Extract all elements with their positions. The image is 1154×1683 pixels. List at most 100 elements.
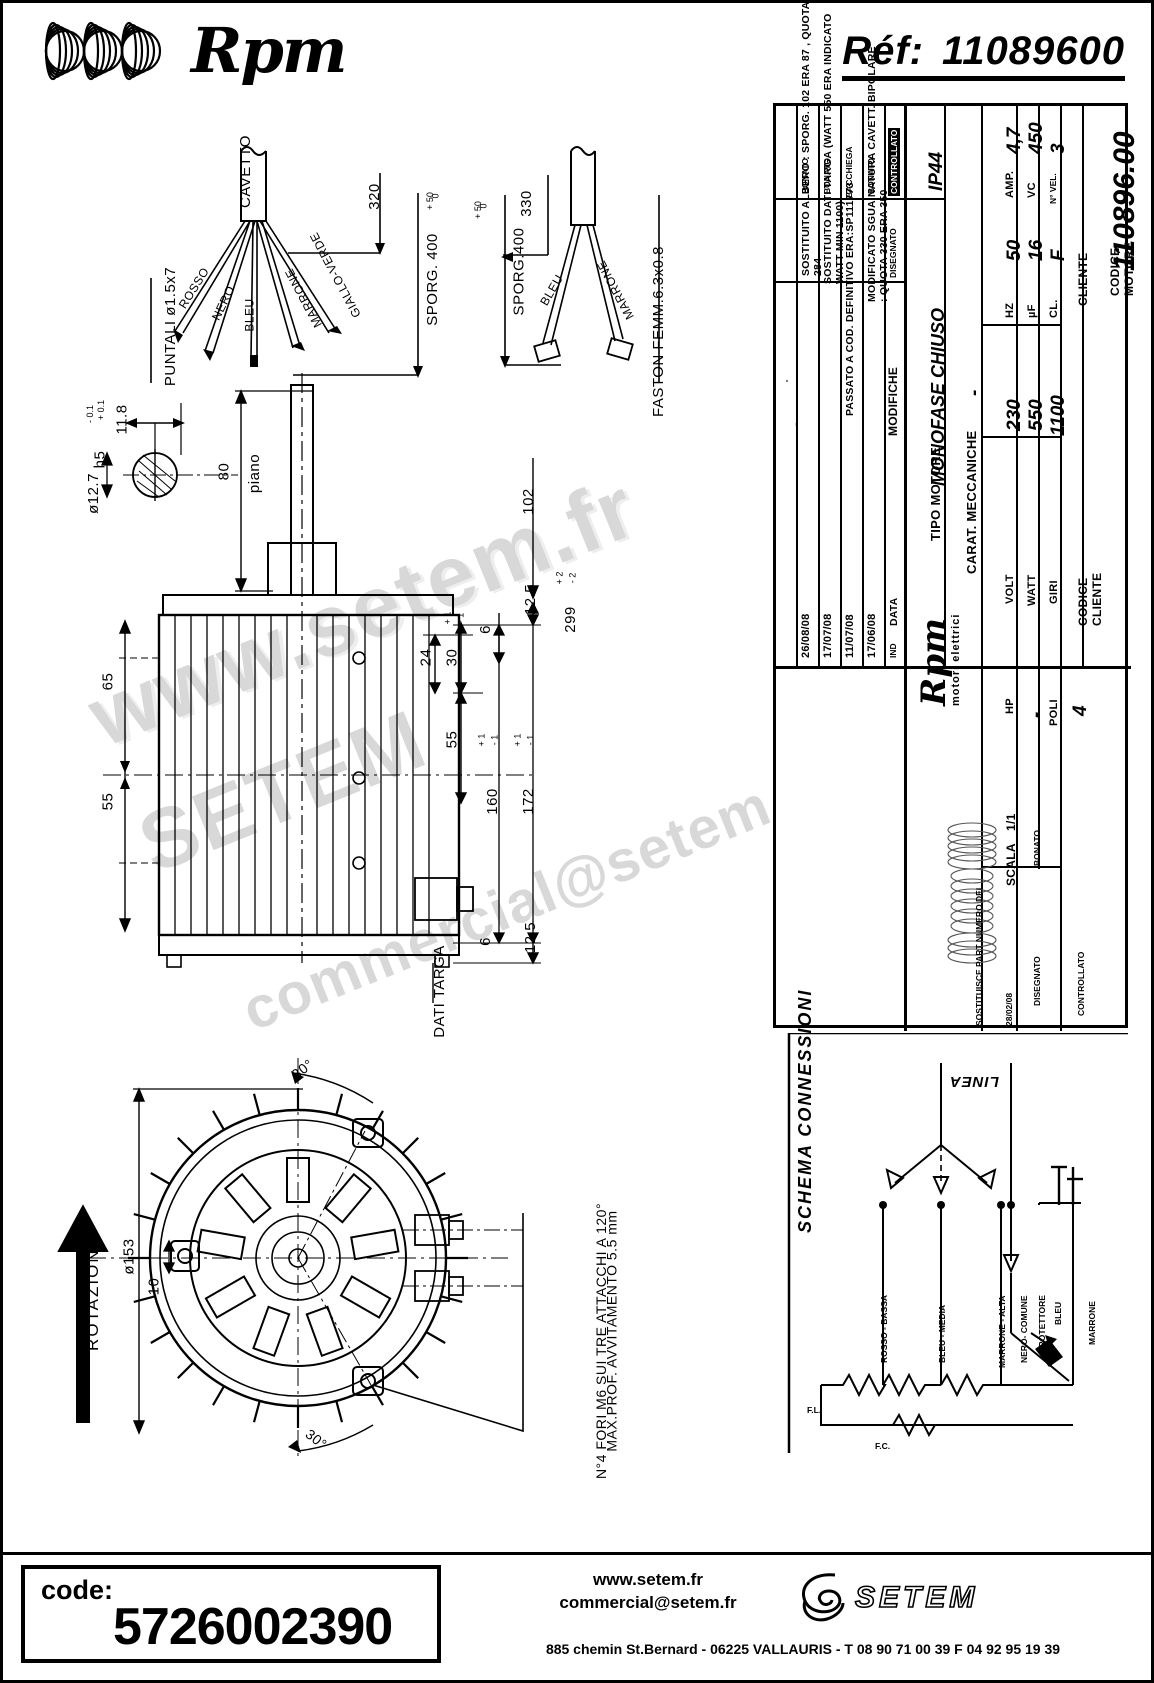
dim-12-5-bot: 12.5 (522, 921, 540, 954)
piano-label: piano (246, 453, 264, 494)
codice-cliente-label: CODICE CLIENTE (1076, 572, 1104, 626)
schema-title: SCHEMA CONNESSIONI (795, 988, 815, 1233)
scala-value: 1/1 (1004, 813, 1018, 831)
dim-172-tol-minus: - 1 (525, 734, 536, 746)
holes-note-line2: MAX.PROF. AVVITAMENTO 5.5 mm (603, 1210, 620, 1452)
col-header-disegnato: DISEGNATO (888, 228, 898, 278)
wire-bleu: BLEU (242, 298, 257, 332)
watt-label: WATT (1026, 574, 1038, 606)
mod-row-2-disegnato: BONATO (822, 157, 832, 194)
protection-class: IP44 (926, 151, 947, 191)
flat-dim: 11.8 (113, 404, 131, 435)
poli-value: 4 (1070, 705, 1091, 716)
codice-motore-value: 110896.00 (1108, 131, 1141, 271)
mod-row-4-disegnato: BONATO (866, 157, 876, 194)
tap-marrone-alta: MARRONE - ALTA (997, 1295, 1007, 1368)
hp-value: - (1026, 711, 1047, 718)
cap-wire-bleu: BLEU (1053, 1301, 1063, 1325)
hz-value: 50 (1004, 239, 1025, 261)
mod-row-1-text: SOSTITUITO ALBERO : SPORG. 102 ERA 87 , … (800, 0, 824, 276)
disegnato-value: BONATO (1032, 829, 1042, 866)
col-header-ind: IND (888, 643, 898, 658)
dim-30-tol-minus: - 1 (455, 612, 466, 624)
fl-label: F.L. (807, 1405, 822, 1415)
shaft-tol-class: h5 (91, 450, 109, 469)
data-value: 28/02/08 (1004, 992, 1014, 1026)
dim-172-tol-plus: + 1 (512, 733, 523, 747)
hp-label: HP (1004, 698, 1016, 714)
footer-email[interactable]: commercial@setem.fr (559, 1592, 737, 1612)
volt-value: 230 (1004, 399, 1025, 431)
titleblock-brand-name: Rpm (914, 617, 954, 706)
motor-fan-view: ROTAZIONE ø153 10 30° 30° N°4 FORI M6 SU… (53, 1033, 673, 1479)
dim-55-right: 55 (443, 730, 461, 749)
mod-row-0-text: - (790, 422, 802, 426)
dim-55-left: 55 (99, 792, 117, 811)
cable-detail-multi: PUNTALI ø1.5x7 CAVETTO 320 SPORG. 400 + … (133, 133, 441, 386)
dati-targa-note: DATI TARGA (430, 945, 448, 1038)
shaft-dia-label: ø12.7 (84, 473, 102, 514)
dim-320: 320 (365, 183, 383, 210)
mod-row-0-ind: - (781, 379, 791, 383)
setem-wordmark: SETEM (854, 1580, 979, 1615)
setem-logo: SETEM (793, 1569, 1043, 1627)
dim-102: 102 (519, 488, 537, 515)
cliente-label: CLIENTE (1076, 252, 1090, 306)
scala-label: SCALA (1004, 843, 1018, 886)
dim-299: 299 (561, 606, 579, 633)
col-header-controllato: CONTROLLATO (888, 127, 900, 196)
cl-label: CL. (1048, 299, 1060, 318)
giri-value: 1100 (1048, 395, 1069, 436)
mod-row-2-text: SOSTITUITO DATI TARGA (WATT 550 ERA INDI… (822, 13, 846, 284)
carat-meccaniche-label: CARAT. MECCANICHE (964, 430, 979, 574)
modifiche-header: MODIFICHE (886, 366, 900, 436)
cavetto-label: CAVETTO (236, 135, 254, 208)
amp-label: AMP. (1004, 170, 1016, 198)
tap-rosso-bassa: ROSSO - BASSA (879, 1294, 889, 1363)
flat-tol-minus: - 0.1 (85, 404, 96, 424)
code-value: 5726002390 (113, 1598, 393, 1656)
cap-wire-marrone: MARRONE (1087, 1301, 1097, 1345)
volt-label: VOLT (1004, 574, 1016, 604)
dim-299-tol-minus: - 2 (567, 572, 578, 584)
cl-value: F (1048, 249, 1069, 261)
vc-value: 450 (1026, 122, 1047, 154)
wiring-diagram: SCHEMA CONNESSIONI LINEA ROSSO - BASSA B… (773, 989, 1128, 1453)
mod-row-1-ind-data: 26/08/08 (800, 613, 812, 658)
code-label: code: (41, 1575, 114, 1605)
reference-value: 11089600 (942, 29, 1125, 73)
dim-160-tol-minus: - 1 (489, 734, 500, 746)
dim-24: 24 (417, 648, 435, 667)
footer-website[interactable]: www.setem.fr (593, 1570, 703, 1589)
coil-logo-icon (31, 19, 181, 83)
sheet-footer: code: 5726002390 www.setem.fr commercial… (3, 1552, 1151, 1680)
nvel-value: 3 (1048, 143, 1069, 154)
controllato-label: CONTROLLATO (1076, 951, 1086, 1016)
titleblock-brand: Rpm motori elettrici (914, 614, 962, 706)
dim-160-tol-plus: + 1 (476, 733, 487, 747)
protector-label: PROTETTORE (1037, 1295, 1047, 1353)
rotation-label: ROTAZIONE (82, 1235, 102, 1351)
col-header-data: DATA (888, 597, 900, 626)
mod-row-3-text: PASSATO A COD. DEFINITIVO ERA:SP111773 (844, 182, 856, 416)
dim-12-5-top: 12.5 (522, 583, 540, 616)
dim-30-tol-plus: + 1 (442, 611, 453, 625)
footer-contact: www.setem.fr commercial@setem.fr (508, 1569, 788, 1615)
poli-label: POLI (1048, 699, 1060, 726)
linea-label: LINEA (949, 1073, 999, 1090)
dim-sporg-400: SPORG. 400 (423, 233, 441, 326)
mod-row-3-disegnato: BACCHIEGA (844, 146, 854, 198)
amp-value: 4,7 (1004, 127, 1025, 154)
titleblock-coil-icon (944, 806, 1000, 971)
vc-label: VC (1026, 182, 1038, 198)
tap-bleu-media: BLEU - MEDIA (937, 1304, 947, 1363)
setem-swirl-icon (802, 1573, 845, 1622)
dim-30: 30 (443, 648, 461, 667)
nvel-label: N° VEL. (1048, 173, 1058, 204)
mod-row-4-data: 17/06/08 (866, 613, 878, 658)
flat-tol-plus: + 0.1 (96, 399, 107, 421)
tap-nero-comune: NERO- COMUNE (1019, 1295, 1029, 1363)
dim-sporg-400-bip: SPORG.400 (510, 227, 528, 316)
code-box: code: 5726002390 (21, 1565, 441, 1663)
